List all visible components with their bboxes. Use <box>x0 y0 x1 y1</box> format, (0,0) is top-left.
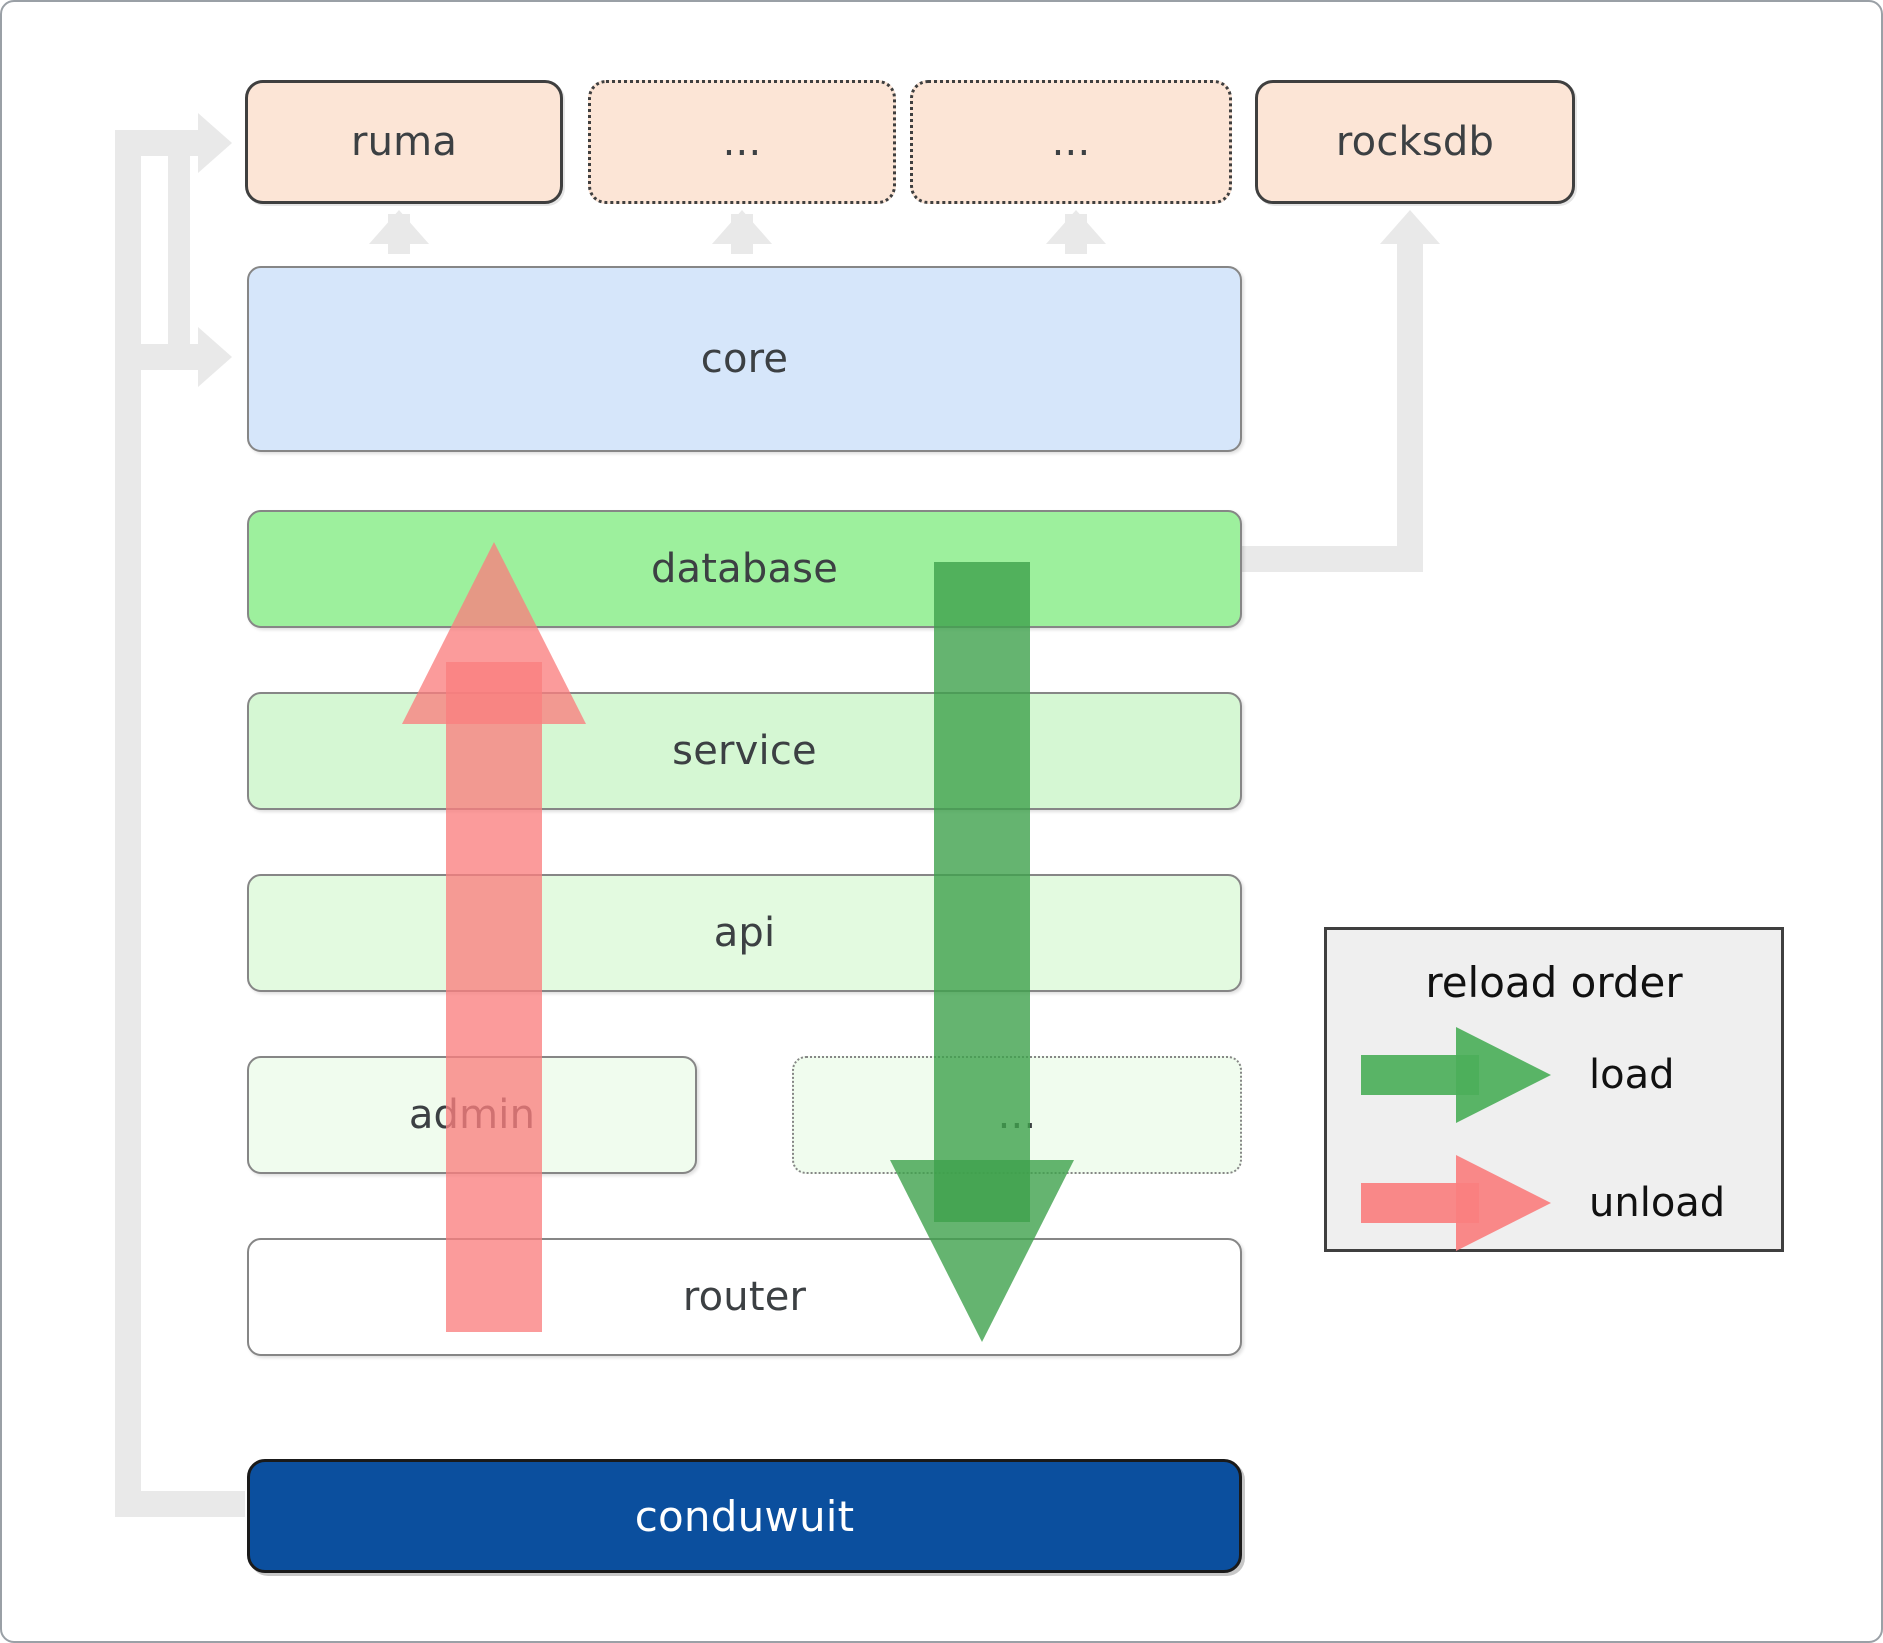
connector-inner-spine <box>168 156 190 344</box>
legend-item-load: load <box>1327 1011 1781 1139</box>
layer-box-router[interactable]: router <box>247 1238 1242 1356</box>
load-arrow-shaft <box>934 562 1030 1222</box>
connector-database-rocksdb-v <box>1397 242 1423 572</box>
layer-label-core: core <box>700 336 789 382</box>
load-arrowhead <box>890 1160 1074 1342</box>
layer-box-core[interactable]: core <box>247 266 1242 452</box>
unload-arrow-shaft <box>446 662 542 1332</box>
dependency-label-rocksdb: rocksdb <box>1335 119 1495 165</box>
connector-conduwuit-spine <box>115 132 141 1517</box>
connector-database-rocksdb-arrowhead <box>1380 210 1440 244</box>
application-label-conduwuit: conduwuit <box>634 1491 855 1541</box>
legend-title: reload order <box>1425 958 1683 1007</box>
layer-label-database: database <box>650 546 839 592</box>
connector-core-dep3-arrowhead <box>1046 210 1106 244</box>
dependency-label-placeholder-1: ... <box>722 119 762 165</box>
legend-item-unload: unload <box>1327 1139 1781 1267</box>
legend-load-arrow-icon <box>1361 1025 1551 1125</box>
application-box-conduwuit[interactable]: conduwuit <box>247 1459 1242 1573</box>
dependency-box-rocksdb[interactable]: rocksdb <box>1255 80 1575 204</box>
connector-to-core-arrowhead <box>198 327 232 387</box>
connector-to-ruma-h <box>115 130 205 156</box>
dependency-label-ruma: ruma <box>350 119 458 165</box>
dependency-label-placeholder-2: ... <box>1051 119 1091 165</box>
connector-to-core-h <box>115 344 205 370</box>
unload-flow-arrow <box>394 542 594 1332</box>
connector-core-dep2-arrowhead <box>712 210 772 244</box>
layer-box-api[interactable]: api <box>247 874 1242 992</box>
legend-load-label: load <box>1589 1052 1675 1098</box>
connector-to-ruma-arrowhead <box>198 113 232 173</box>
layer-box-database[interactable]: database <box>247 510 1242 628</box>
load-flow-arrow <box>882 562 1082 1342</box>
connector-database-rocksdb-h <box>1232 546 1412 572</box>
dependency-box-placeholder-2[interactable]: ... <box>910 80 1232 204</box>
legend-unload-label: unload <box>1589 1180 1726 1226</box>
legend-unload-arrow-icon <box>1361 1153 1551 1253</box>
layer-label-router: router <box>682 1274 807 1320</box>
layer-label-service: service <box>672 728 817 774</box>
dependency-box-ruma[interactable]: ruma <box>245 80 563 204</box>
connector-core-ruma-arrowhead <box>369 210 429 244</box>
layer-label-api: api <box>713 910 776 956</box>
dependency-box-placeholder-1[interactable]: ... <box>588 80 896 204</box>
connector-conduwuit-stub <box>115 1491 245 1517</box>
legend-panel: reload order load <box>1324 927 1784 1252</box>
